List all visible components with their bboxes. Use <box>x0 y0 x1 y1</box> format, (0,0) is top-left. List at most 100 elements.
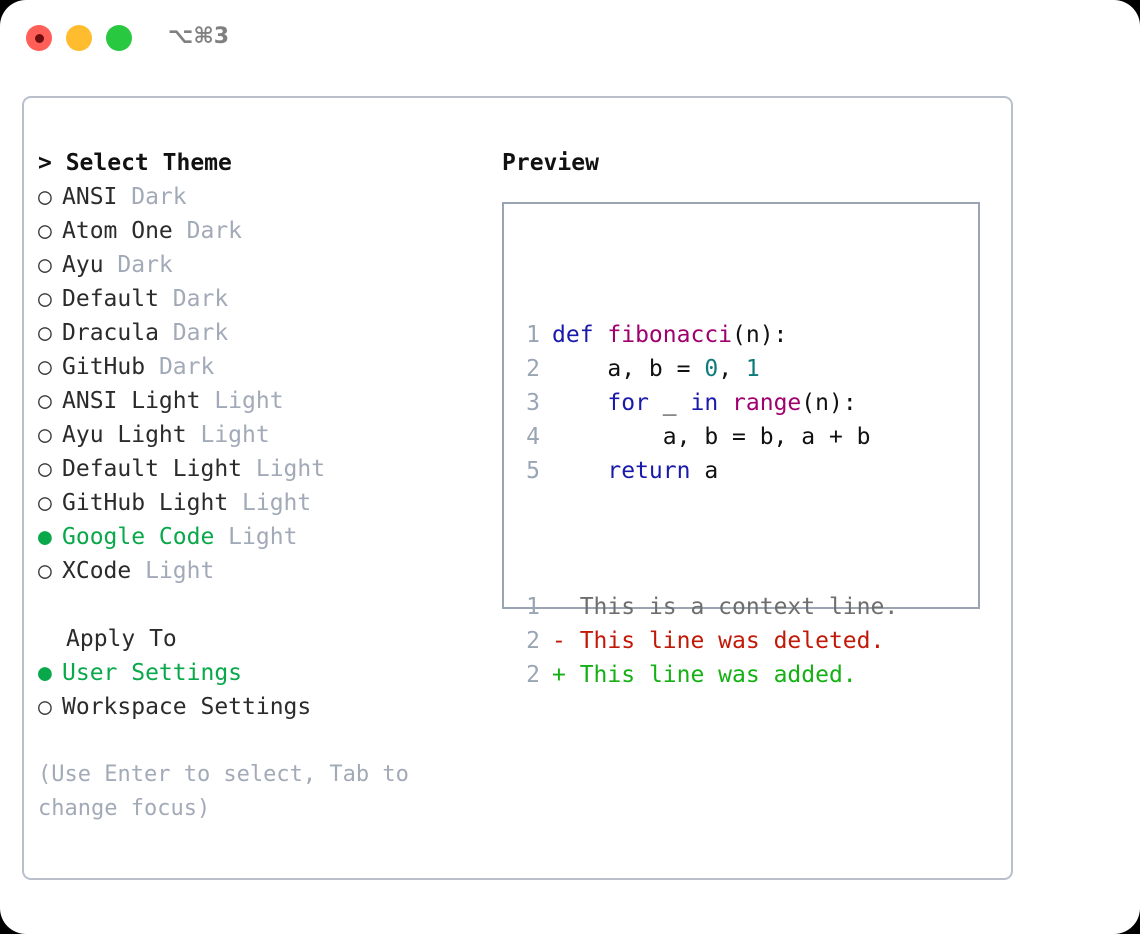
code-token: in <box>690 390 719 416</box>
radio-unselected-icon: ○ <box>38 456 52 482</box>
code-token: a <box>690 458 719 484</box>
radio-unselected-icon: ○ <box>38 354 52 380</box>
radio-unselected-icon: ○ <box>38 694 52 720</box>
diff-line: 1 This is a context line. <box>518 590 898 624</box>
theme-option-label: GitHub <box>62 354 146 380</box>
theme-option-label: Default <box>62 286 159 312</box>
apply-to-list: ● User Settings ○ Workspace Settings <box>38 656 478 724</box>
code-token: _ <box>648 390 691 416</box>
radio-unselected-icon: ○ <box>38 388 52 414</box>
diff-sign: + <box>552 662 566 688</box>
diff-line: 2- This line was deleted. <box>518 624 898 658</box>
theme-variant-tag: Dark <box>158 286 229 312</box>
theme-option-ayu[interactable]: ○Ayu Dark <box>38 248 478 282</box>
apply-to-option-user-settings[interactable]: ● User Settings <box>38 656 478 690</box>
code-token: for <box>607 390 649 416</box>
code-line: 1 def fibonacci(n): <box>518 318 898 352</box>
theme-option-google-code[interactable]: ● Google Code Light <box>38 520 478 554</box>
theme-variant-tag: Light <box>228 490 312 516</box>
theme-option-dracula[interactable]: ○ Dracula Dark <box>38 316 478 350</box>
code-token: range <box>732 390 802 416</box>
line-number: 2 <box>526 628 540 654</box>
apply-to-option-label: Workspace Settings <box>62 694 312 720</box>
main-panel: > Select Theme ○ANSI Dark○Atom One Dark○… <box>22 96 1013 880</box>
theme-option-label: Google Code <box>62 524 215 550</box>
theme-variant-tag: Dark <box>145 354 215 380</box>
theme-variant-tag: Light <box>131 558 215 584</box>
keyboard-shortcut-label: ⌥⌘3 <box>168 24 230 49</box>
theme-option-label: Dracula <box>62 320 159 346</box>
code-token: a, b = b, a + b <box>552 424 871 450</box>
theme-option-label: Ayu <box>62 252 104 278</box>
theme-variant-tag: Light <box>214 524 298 550</box>
code-line: 5 return a <box>518 454 898 488</box>
theme-option-github-light[interactable]: ○ GitHub Light Light <box>38 486 478 520</box>
theme-option-label: ANSI <box>62 184 118 210</box>
theme-option-ansi[interactable]: ○ANSI Dark <box>38 180 478 214</box>
diff-text: This line was deleted. <box>565 628 885 654</box>
code-token: def <box>552 322 608 348</box>
traffic-lights <box>26 25 132 51</box>
code-token: (n): <box>732 322 788 348</box>
theme-option-label: XCode <box>62 558 132 584</box>
theme-variant-tag: Dark <box>172 218 243 244</box>
diff-lines: 1 This is a context line.2- This line wa… <box>518 590 898 692</box>
code-token <box>552 390 607 416</box>
theme-option-label: ANSI Light <box>62 388 201 414</box>
code-token <box>718 390 732 416</box>
theme-option-label: GitHub Light <box>62 490 229 516</box>
theme-option-label: Ayu Light <box>62 422 187 448</box>
radio-selected-icon: ● <box>38 524 52 550</box>
radio-unselected-icon: ○ <box>38 286 52 312</box>
code-token: return <box>607 458 691 484</box>
theme-option-ayu-light[interactable]: ○Ayu Light Light <box>38 418 478 452</box>
close-button[interactable] <box>26 25 52 51</box>
code-token: 1 <box>745 356 760 382</box>
code-token: a, b = <box>552 356 705 382</box>
code-line: 4 a, b = b, a + b <box>518 420 898 454</box>
diff-text: This line was added. <box>565 662 857 688</box>
diff-sign: - <box>552 628 566 654</box>
theme-option-atom-one[interactable]: ○Atom One Dark <box>38 214 478 248</box>
close-icon <box>34 33 44 43</box>
radio-unselected-icon: ○ <box>38 490 52 516</box>
diff-sign <box>552 594 566 620</box>
diff-text: This is a context line. <box>565 594 899 620</box>
radio-selected-icon: ● <box>38 660 52 686</box>
code-token: 0 <box>704 356 719 382</box>
theme-list: ○ANSI Dark○Atom One Dark○Ayu Dark○Defaul… <box>38 180 478 588</box>
title-bar: ⌥⌘3 <box>0 0 1140 78</box>
radio-unselected-icon: ○ <box>38 252 52 278</box>
theme-option-ansi-light[interactable]: ○ ANSI Light Light <box>38 384 478 418</box>
code-token: , <box>718 356 746 382</box>
theme-option-github[interactable]: ○ GitHub Dark <box>38 350 478 384</box>
line-number: 2 <box>526 356 540 382</box>
code-line: 2 a, b = 0, 1 <box>518 352 898 386</box>
theme-variant-tag: Light <box>186 422 270 448</box>
code-token <box>552 458 607 484</box>
theme-variant-tag: Dark <box>158 320 229 346</box>
select-theme-header: > Select Theme <box>38 150 232 176</box>
theme-variant-tag: Light <box>200 388 284 414</box>
apply-to-option-workspace-settings[interactable]: ○ Workspace Settings <box>38 690 478 724</box>
keyboard-hint-text: (Use Enter to select, Tab to change focu… <box>38 762 423 821</box>
theme-option-label: Atom One <box>62 218 173 244</box>
theme-variant-tag: Dark <box>117 184 187 210</box>
code-token: fibonacci <box>607 322 733 348</box>
minimize-button[interactable] <box>66 25 92 51</box>
radio-unselected-icon: ○ <box>38 558 52 584</box>
line-number: 2 <box>526 662 540 688</box>
apply-to-option-label: User Settings <box>62 660 243 686</box>
line-number: 1 <box>526 594 540 620</box>
maximize-button[interactable] <box>106 25 132 51</box>
line-number: 1 <box>526 322 540 348</box>
preview-title: Preview <box>502 150 599 176</box>
theme-picker-column: > Select Theme ○ANSI Dark○Atom One Dark○… <box>38 146 478 826</box>
radio-unselected-icon: ○ <box>38 320 52 346</box>
theme-option-default-light[interactable]: ○Default Light Light <box>38 452 478 486</box>
theme-option-xcode[interactable]: ○ XCode Light <box>38 554 478 588</box>
theme-option-default[interactable]: ○ Default Dark <box>38 282 478 316</box>
